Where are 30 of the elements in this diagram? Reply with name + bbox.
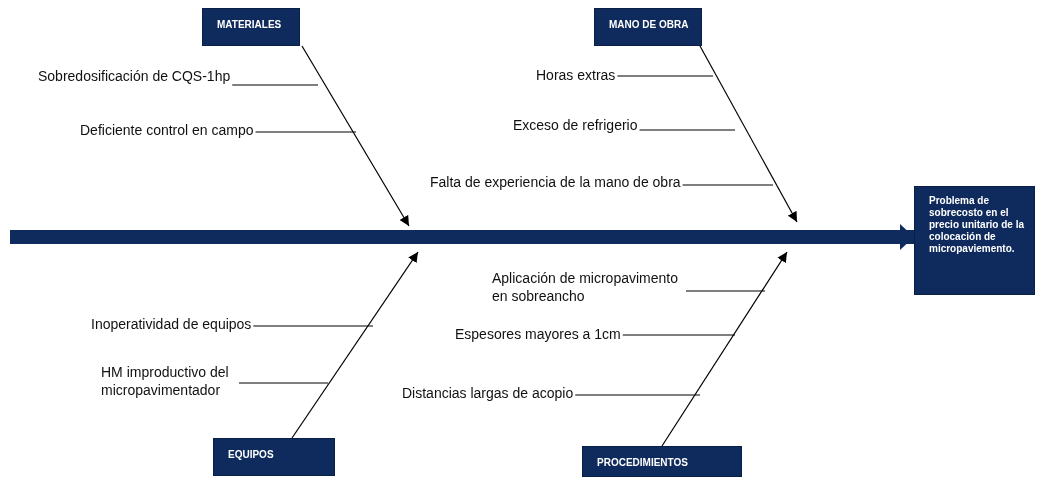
cause-label: Espesores mayores a 1cm: [455, 326, 621, 344]
leader-line: [638, 129, 736, 131]
cause-label: Distancias largas de acopio: [402, 385, 574, 403]
cause-label: Inoperatividad de equipos: [91, 316, 252, 334]
category-box: MANO DE OBRA: [594, 8, 702, 46]
cause-label: Sobredosificación de CQS-1hp: [38, 68, 231, 86]
leader-line: [682, 184, 774, 186]
bone-arrow: [301, 45, 410, 227]
category-box: EQUIPOS: [213, 438, 335, 476]
leader-line: [622, 334, 736, 336]
leader-line: [574, 394, 701, 396]
cause-label: Exceso de refrigerio: [513, 117, 638, 135]
bone-arrow: [661, 251, 788, 447]
category-box: MATERIALES: [202, 8, 300, 46]
cause-label: Falta de experiencia de la mano de obra: [430, 174, 681, 192]
leader-line: [238, 382, 329, 384]
effect-box: Problema de sobrecosto en el precio unitario de la colocación de micropaviemento.: [914, 186, 1035, 295]
bone-arrow: [291, 251, 419, 439]
cause-label: Horas extras: [536, 67, 616, 85]
leader-line: [616, 75, 714, 77]
spine-arrow: [10, 224, 914, 250]
leader-line: [685, 290, 766, 292]
cause-label: Aplicación de micropavimento en sobreancho: [492, 270, 684, 305]
bone-arrow: [699, 45, 798, 223]
cause-label: HM improductivo del micropavimentador: [101, 364, 237, 399]
leader-line: [231, 84, 319, 86]
leader-line: [254, 131, 357, 133]
category-box: PROCEDIMIENTOS: [582, 446, 742, 477]
leader-line: [252, 325, 374, 327]
cause-label: Deficiente control en campo: [80, 122, 254, 140]
